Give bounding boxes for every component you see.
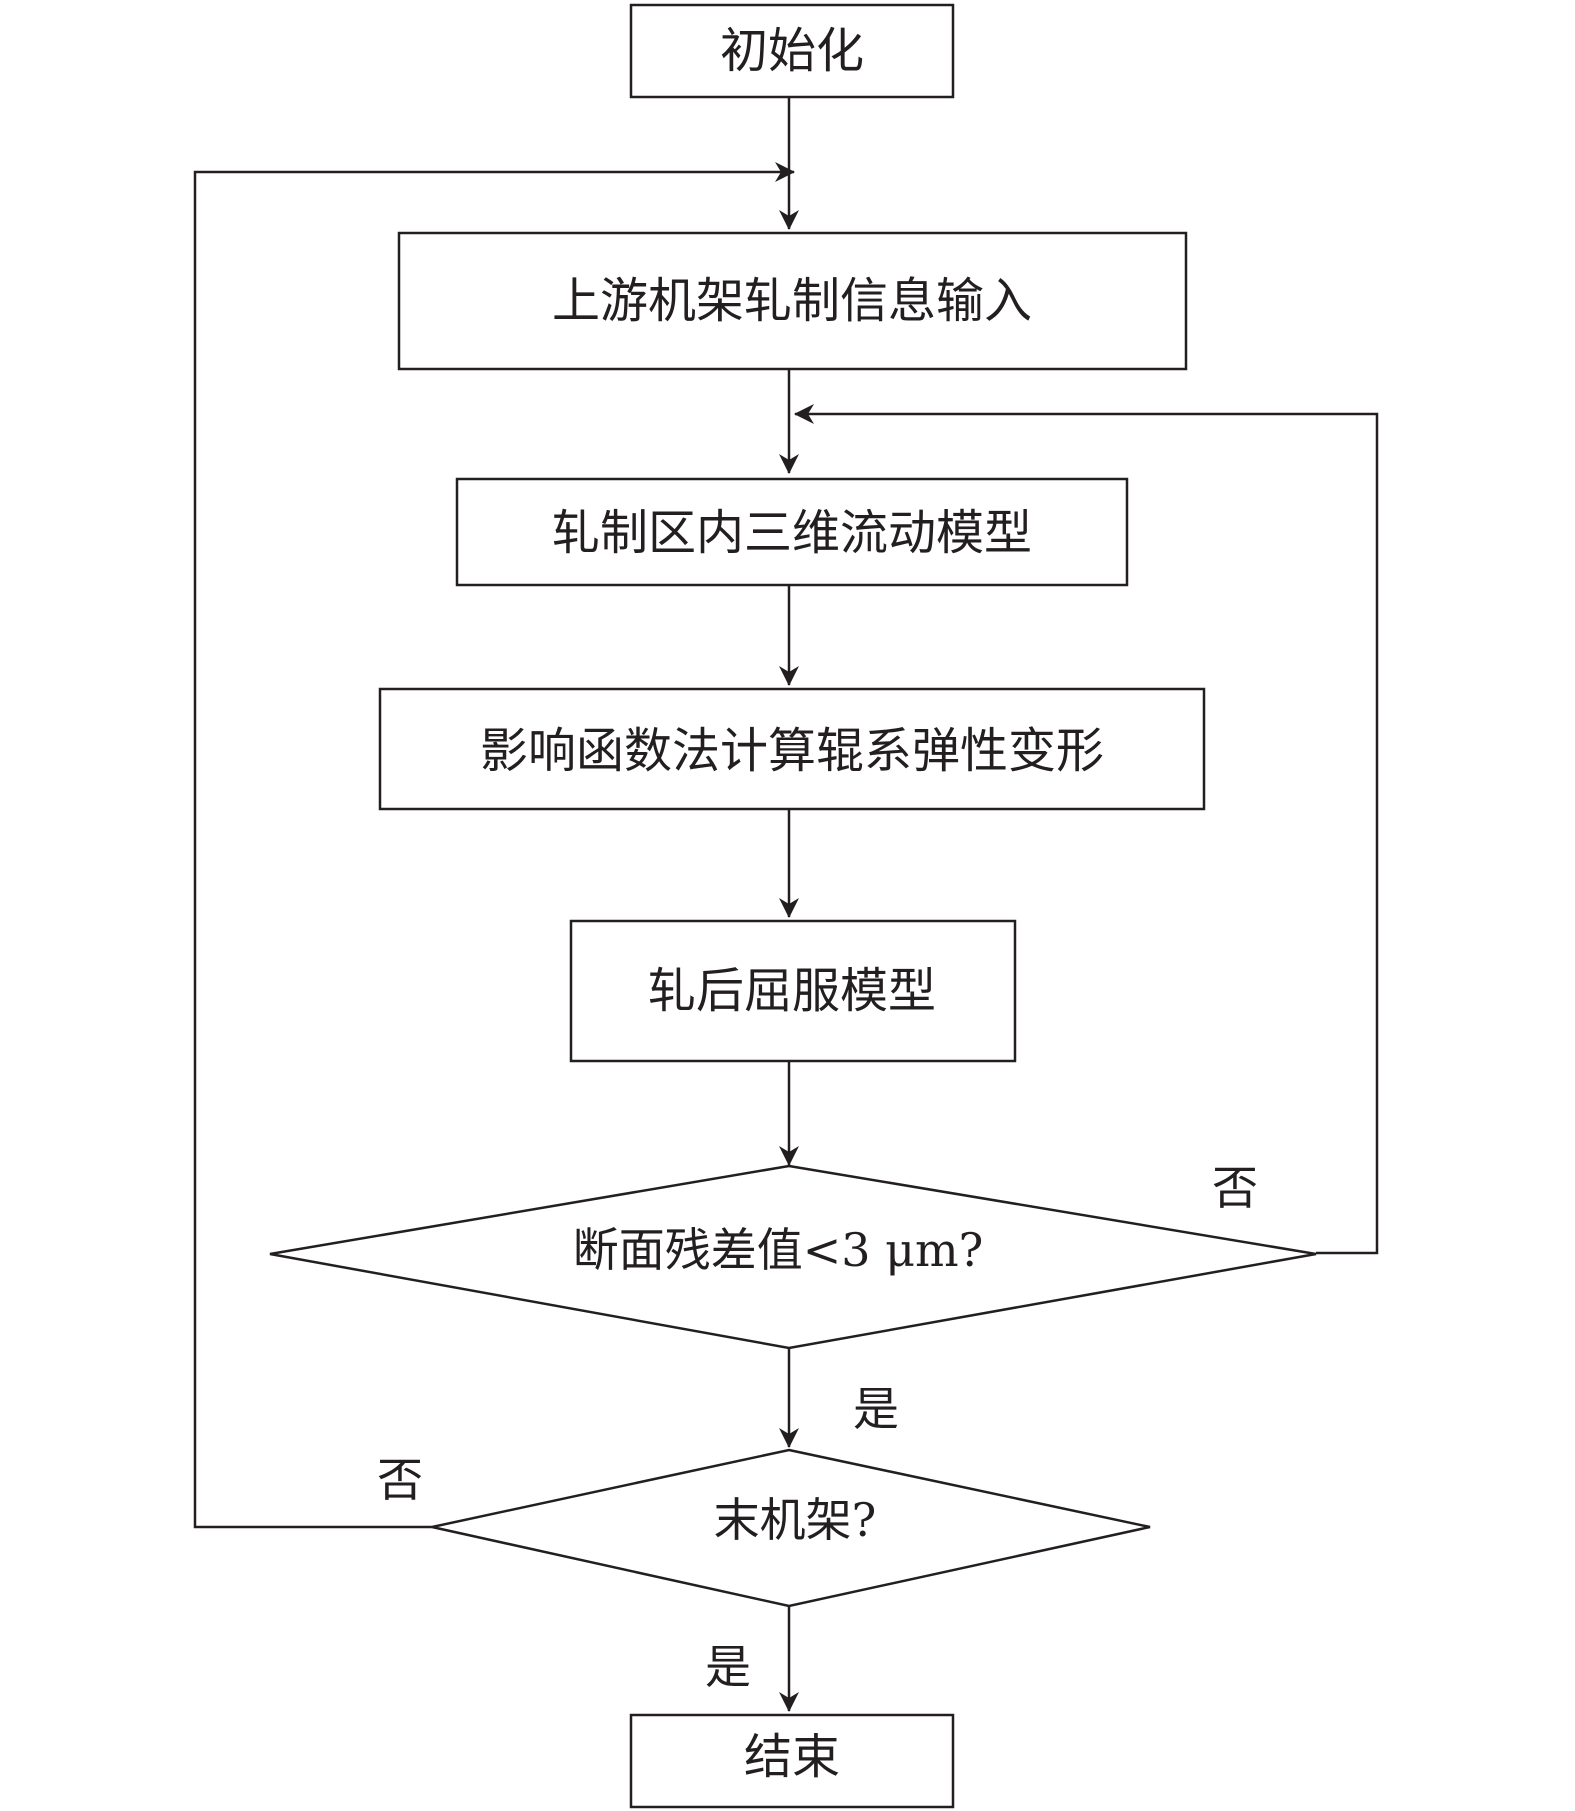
- last-stand-label: 末机架?: [714, 1493, 877, 1547]
- upstream-input-label: 上游机架轧制信息输入: [552, 273, 1032, 329]
- buckling-model-label: 轧后屈服模型: [648, 963, 936, 1019]
- loop-residual-no: [794, 404, 1379, 1255]
- connectors: [193, 97, 1379, 1712]
- end-label: 结束: [744, 1729, 840, 1785]
- roll-deformation-label: 影响函数法计算辊系弹性变形: [480, 723, 1104, 779]
- process-upstream-input: 上游机架轧制信息输入: [397, 231, 1188, 371]
- loop-last-stand-no: [193, 162, 795, 1529]
- init-label: 初始化: [720, 23, 864, 79]
- last-stand-no-label: 否: [377, 1453, 423, 1507]
- decision-residual-check: 断面残差值<3 μm?: [269, 1164, 1317, 1350]
- residual-no-label: 否: [1212, 1161, 1258, 1215]
- process-flow-model: 轧制区内三维流动模型: [455, 477, 1129, 587]
- residual-yes-label: 是: [853, 1382, 899, 1436]
- residual-check-label: 断面残差值<3 μm?: [573, 1223, 984, 1277]
- process-end: 结束: [629, 1713, 955, 1809]
- flow-model-label: 轧制区内三维流动模型: [552, 505, 1032, 561]
- process-buckling-model: 轧后屈服模型: [569, 919, 1017, 1063]
- decision-last-stand: 末机架?: [431, 1448, 1151, 1608]
- last-stand-yes-label: 是: [705, 1640, 751, 1694]
- process-roll-deformation: 影响函数法计算辊系弹性变形: [378, 687, 1206, 811]
- process-init: 初始化: [629, 3, 955, 99]
